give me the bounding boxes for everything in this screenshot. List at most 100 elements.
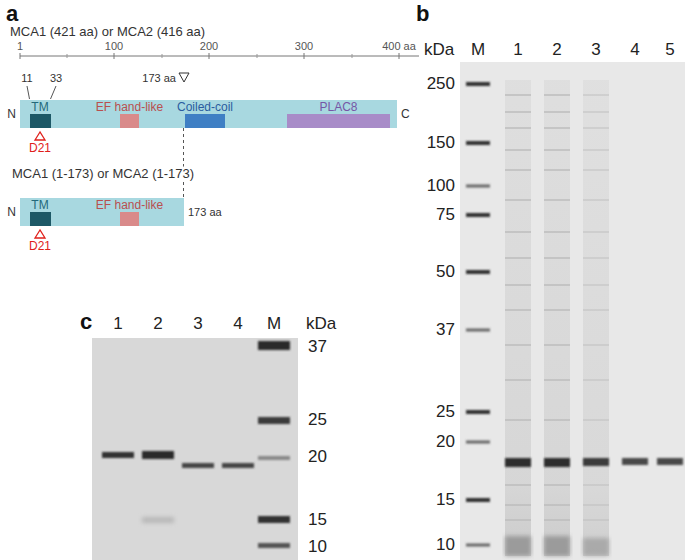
figure-label: 3 [193, 314, 202, 334]
domain-label: PLAC8 [319, 100, 357, 114]
figure-label: 75 [436, 205, 455, 225]
scale-minor-ticks [67, 54, 352, 58]
tm-domain: TM [30, 114, 51, 128]
protein-band [102, 452, 134, 458]
protein-band [622, 458, 648, 465]
marker-band [258, 341, 290, 350]
panel-letter: c [80, 309, 92, 334]
figure-label: 37 [436, 320, 455, 340]
gel-background [460, 62, 685, 560]
protein-band [182, 463, 214, 468]
scale-ruler [20, 56, 419, 57]
marker-bands [466, 186, 490, 545]
figure-label: 15 [436, 490, 455, 510]
lane-smear [544, 80, 570, 556]
domain-label: EF hand-like [96, 100, 163, 114]
marker-band [258, 456, 290, 460]
domain-label: Coiled-coil [177, 100, 233, 114]
figure-label: 10 [436, 535, 455, 555]
figure-label: 20 [436, 432, 455, 452]
figure-label: 173 aa [142, 72, 176, 85]
figure-label: 150 [427, 133, 455, 153]
figure-label: MCA1 (1-173) or MCA2 (1-173) [10, 167, 196, 182]
lane-smear [505, 80, 531, 556]
figure-label: 2 [153, 314, 162, 334]
low-band [505, 536, 531, 556]
figure-label: kDa [424, 40, 454, 60]
figure-label: 100 [427, 176, 455, 196]
figure-label: 25 [308, 410, 327, 430]
figure-label: 25 [436, 402, 455, 422]
coiled-coil-domain: Coiled-coil [185, 114, 225, 128]
protein-band [583, 458, 609, 466]
panel-letter: b [416, 1, 429, 26]
figure-label: 10 [308, 537, 327, 557]
figure-label: 4 [630, 40, 639, 60]
mutation-marker [35, 132, 45, 140]
figure-label: 37 [308, 337, 327, 357]
figure-label: M [471, 40, 485, 60]
figure-label: 300 [295, 40, 313, 53]
scale-major-ticks [20, 53, 399, 59]
low-band [544, 536, 570, 556]
terminus-label: N [7, 205, 16, 219]
figure-label: MCA1 (421 aa) or MCA2 (416 aa) [10, 25, 205, 40]
figure-label: M [267, 314, 281, 334]
protein-bar: NCTMEF hand-likeCoiled-coilPLAC8 [20, 100, 397, 128]
figure-label: 15 [308, 510, 327, 530]
domain-label: TM [31, 100, 48, 114]
figure-label: 20 [308, 447, 327, 467]
figure-label: 200 [200, 40, 218, 53]
figure-label: 4 [233, 314, 242, 334]
figure-label: kDa [306, 314, 336, 334]
position-marker [179, 73, 189, 82]
leader-line [27, 86, 30, 99]
figure-label: 400 aa [382, 40, 416, 53]
protein-bar: N173 aaTMEF hand-like [20, 198, 184, 226]
marker-band [258, 516, 290, 523]
ef-hand-domain: EF hand-like [120, 114, 139, 128]
figure-label: 11 [21, 72, 32, 85]
figure-label: 100 [105, 40, 123, 53]
faint-bands [505, 95, 531, 520]
panel-letter: a [6, 1, 18, 26]
end-label: 173 aa [188, 205, 222, 219]
faint-bands [583, 95, 609, 520]
mutation-marker [35, 230, 45, 238]
figure-label: 1 [113, 314, 122, 334]
figure-label: D21 [29, 142, 51, 156]
marker-bands [466, 84, 490, 500]
marker-band [258, 543, 290, 548]
marker-band [258, 417, 290, 424]
end-label: C [401, 107, 410, 121]
domain-label: TM [31, 198, 48, 212]
protein-band [222, 463, 254, 468]
faint-band [142, 517, 174, 523]
plac8-domain: PLAC8 [287, 114, 390, 128]
domain-label: EF hand-like [96, 198, 163, 212]
protein-band [505, 458, 531, 467]
lane-smear [583, 80, 609, 556]
ef-hand-domain: EF hand-like [120, 212, 139, 226]
tm-domain: TM [30, 212, 51, 226]
figure-label: 3 [591, 40, 600, 60]
protein-band [544, 458, 570, 467]
figure-label: D21 [29, 240, 51, 254]
figure-label: 1 [17, 40, 23, 53]
figure-label: 1 [513, 40, 522, 60]
figure-label: 33 [50, 72, 62, 85]
terminus-label: N [7, 107, 16, 121]
protein-band [657, 458, 683, 465]
dashed-connector [183, 128, 184, 198]
figure-label: 50 [436, 262, 455, 282]
protein-band [142, 451, 174, 459]
figure-label: 2 [552, 40, 561, 60]
figure-label: 5 [665, 40, 674, 60]
faint-bands [544, 95, 570, 520]
figure-label: 250 [427, 74, 455, 94]
low-band [583, 538, 609, 556]
gel-background [92, 338, 298, 560]
